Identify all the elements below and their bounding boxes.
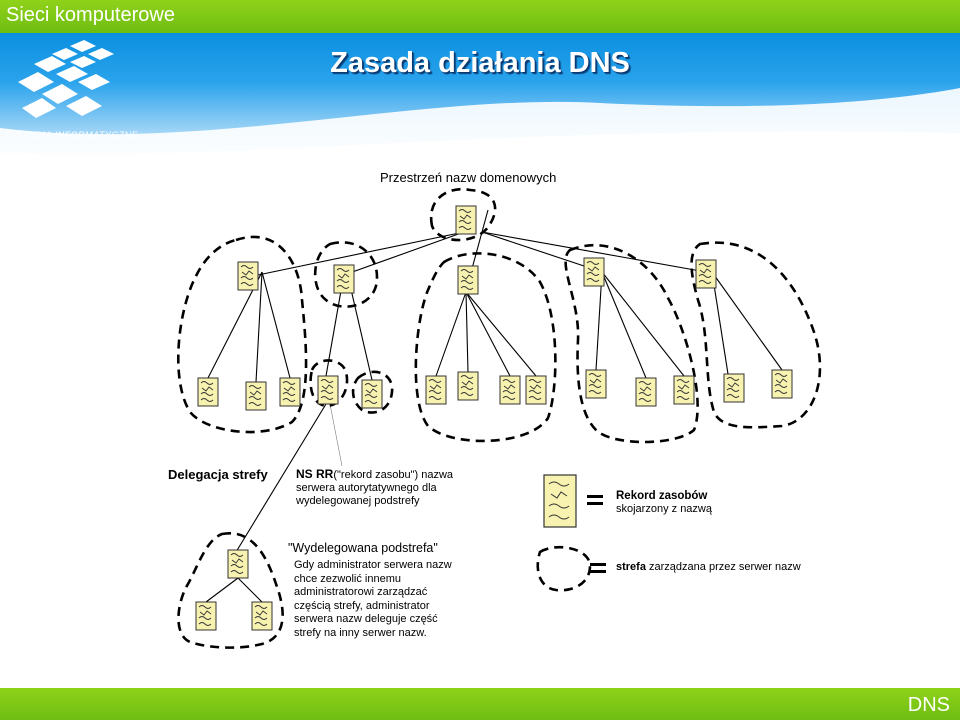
- subzone-title: "Wydelegowana podstrefa": [288, 541, 438, 555]
- record-icon: [771, 369, 793, 399]
- record-icon: [525, 375, 547, 405]
- ns-rr-bold: NS RR: [296, 467, 334, 481]
- legend-equals-2: [590, 563, 606, 573]
- record-icon: [197, 377, 219, 407]
- record-icon: [695, 259, 717, 289]
- domain-space-title: Przestrzeń nazw domenowych: [380, 170, 557, 185]
- section-label: DNS: [907, 694, 950, 716]
- record-icon: [583, 257, 605, 287]
- record-icon: [455, 205, 477, 235]
- record-icon: [457, 265, 479, 295]
- subzone-line: chce zezwolić innemu: [294, 572, 401, 585]
- legend-record-icon: [543, 474, 577, 528]
- zone-boundaries: [177, 187, 822, 649]
- record-icon: [227, 549, 249, 579]
- legend-zone-desc: zarządzana przez serwer nazw: [649, 561, 801, 573]
- record-icon: [245, 381, 267, 411]
- subzone-line: administratorowi zarządzać: [294, 586, 428, 598]
- subzone-line: Gdy administrator serwera nazw: [294, 559, 452, 571]
- record-icon: [195, 601, 217, 631]
- ns-rr-line2: serwera autorytatywnego dla: [296, 482, 437, 494]
- record-icon: [279, 377, 301, 407]
- logo-text: E-STUDIA INFORMATYCZNE: [6, 130, 138, 140]
- record-icon: [333, 264, 355, 294]
- record-icon: [317, 375, 339, 405]
- course-title: Sieci komputerowe: [6, 4, 175, 26]
- slide-title: Zasada działania DNS: [330, 47, 630, 79]
- record-icon: [237, 261, 259, 291]
- legend-zone-text: strefa zarządzana przez serwer nazw: [616, 561, 801, 573]
- ns-rr-rest: ("rekord zasobu") nazwa: [333, 469, 454, 481]
- record-icon: [585, 369, 607, 399]
- header-wave: [0, 88, 960, 173]
- logo-icon: [18, 40, 114, 118]
- record-icon: [425, 375, 447, 405]
- legend-zone-title: strefa: [616, 561, 646, 573]
- subzone-text: Gdy administrator serwera nazw chce zezw…: [294, 559, 452, 640]
- record-icon: [723, 373, 745, 403]
- record-icon: [251, 601, 273, 631]
- tree-edges: [205, 209, 783, 603]
- record-icon: [361, 379, 383, 409]
- delegation-label: Delegacja strefy: [168, 467, 268, 482]
- record-icon: [457, 371, 479, 401]
- subzone-line: częścią strefy, administrator: [294, 599, 430, 612]
- record-icon: [635, 377, 657, 407]
- legend-equals-1: [587, 495, 603, 505]
- ns-rr-line3: wydelegowanej podstrefy: [296, 495, 420, 507]
- record-icon: [673, 375, 695, 405]
- legend-record-desc: skojarzony z nazwą: [616, 503, 712, 515]
- subzone-line: serwera nazw deleguje część: [294, 613, 438, 625]
- top-bar: Sieci komputerowe: [0, 0, 960, 33]
- subzone-line: strefy na inny serwer nazw.: [294, 626, 427, 639]
- record-icon: [499, 375, 521, 405]
- ns-rr-note: NS RR("rekord zasobu") nazwa serwera aut…: [296, 468, 453, 508]
- bottom-bar: DNS: [0, 688, 960, 720]
- legend-record-title: Rekord zasobów: [616, 490, 708, 502]
